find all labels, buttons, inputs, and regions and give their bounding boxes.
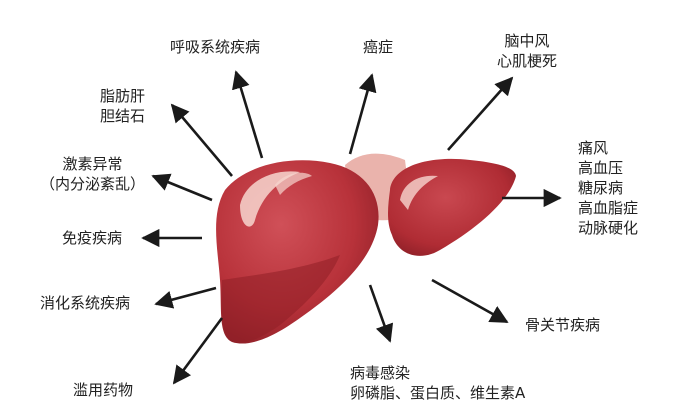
label-stroke: 脑中风 心肌梗死 (497, 31, 557, 71)
label-immune: 免疫疾病 (62, 228, 122, 248)
arrow-virus (368, 284, 394, 343)
label-virus-line1: 病毒感染 (350, 364, 411, 382)
label-metabolic-line2: 高血压 (578, 159, 624, 177)
label-virus: 病毒感染 卵磷脂、蛋白质、维生素A (350, 363, 525, 400)
label-endocrine-line1: 激素异常 (62, 155, 123, 173)
label-cancer: 癌症 (363, 37, 393, 57)
liver-highlight-small (275, 172, 312, 195)
label-bone: 骨关节疾病 (525, 315, 600, 335)
arrow-respiratory (232, 70, 264, 159)
label-metabolic-line5: 动脉硬化 (578, 219, 639, 237)
label-immune-text: 免疫疾病 (62, 229, 123, 247)
arrow-cancer (348, 73, 377, 155)
label-virus-line2: 卵磷脂、蛋白质、维生素A (350, 384, 526, 400)
label-digestive-text: 消化系统疾病 (40, 294, 131, 312)
label-metabolic-line3: 糖尿病 (578, 179, 624, 197)
liver-highlight (240, 171, 300, 227)
arrow-stroke (447, 76, 514, 151)
arrow-endocrine (151, 173, 213, 202)
liver-icon (216, 153, 516, 344)
label-respiratory: 呼吸系统疾病 (170, 37, 260, 57)
arrow-drug-abuse (172, 317, 224, 385)
label-endocrine-line2: （内分泌紊乱） (40, 175, 146, 193)
arrow-bone (431, 278, 509, 324)
label-digestive: 消化系统疾病 (40, 293, 130, 313)
label-fatty-liver-line2: 胆结石 (100, 107, 146, 125)
label-stroke-line1: 脑中风 (504, 32, 550, 50)
label-drug-abuse: 滥用药物 (73, 380, 133, 400)
liver-shadow (221, 255, 340, 343)
label-respiratory-text: 呼吸系统疾病 (170, 38, 261, 56)
label-fatty-liver-line1: 脂肪肝 (100, 87, 146, 105)
arrow-digestive (154, 286, 217, 309)
label-metabolic-line1: 痛风 (578, 139, 609, 157)
label-fatty-liver: 脂肪肝 胆结石 (100, 86, 145, 126)
label-drug-abuse-text: 滥用药物 (73, 381, 134, 399)
label-metabolic-line4: 高血脂症 (578, 199, 639, 217)
label-cancer-text: 癌症 (363, 38, 394, 56)
label-endocrine: 激素异常 （内分泌紊乱） (40, 154, 145, 194)
liver-highlight-right (400, 175, 438, 210)
label-bone-text: 骨关节疾病 (525, 316, 601, 334)
label-metabolic: 痛风 高血压 糖尿病 高血脂症 动脉硬化 (578, 138, 638, 238)
arrow-fatty-liver (170, 103, 233, 177)
label-stroke-line2: 心肌梗死 (497, 52, 558, 70)
arrows (141, 70, 562, 385)
